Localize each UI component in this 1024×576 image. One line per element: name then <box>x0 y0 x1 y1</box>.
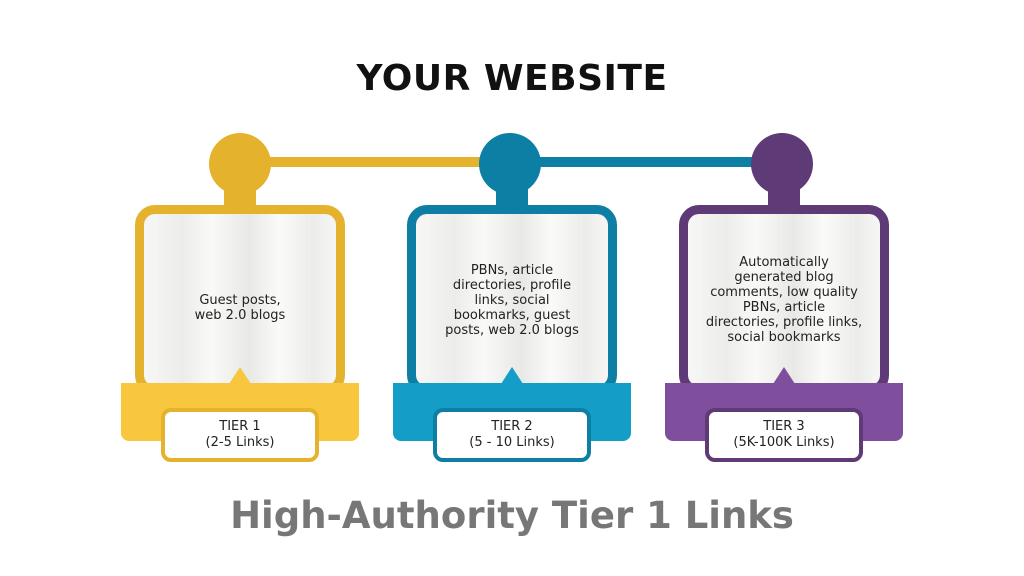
tier-2-label: TIER 2 (5 - 10 Links) <box>433 408 591 462</box>
footer-heading: High-Authority Tier 1 Links <box>230 494 794 537</box>
tier-1-links: (2-5 Links) <box>205 435 275 450</box>
tier-2-notch <box>501 367 523 384</box>
connector-line-2 <box>510 157 782 167</box>
tier-3-links: (5K-100K Links) <box>733 435 835 450</box>
tier-3-label: TIER 3 (5K-100K Links) <box>705 408 863 462</box>
connector-line-1 <box>238 157 510 167</box>
tier-3-notch <box>773 367 795 384</box>
tier-1-name: TIER 1 <box>219 419 261 434</box>
tier-1-card: Guest posts, web 2.0 blogs TIER 1 (2-5 L… <box>121 133 359 468</box>
tier-2-card: PBNs, article directories, profile links… <box>393 133 631 468</box>
tier-1-notch <box>229 367 251 384</box>
tier-1-label: TIER 1 (2-5 Links) <box>161 408 319 462</box>
tier-3-frame <box>679 205 889 395</box>
tier-1-description: Guest posts, web 2.0 blogs <box>194 292 286 323</box>
tier-3-card: Automatically generated blog comments, l… <box>665 133 903 468</box>
tier-2-name: TIER 2 <box>491 419 533 434</box>
tier-3-name: TIER 3 <box>763 419 805 434</box>
tier-2-description: PBNs, article directories, profile links… <box>445 263 579 338</box>
tier-2-frame <box>407 205 617 395</box>
page-title: YOUR WEBSITE <box>356 58 668 99</box>
tier-1-frame <box>135 205 345 395</box>
tier-3-description: Automatically generated blog comments, l… <box>705 255 863 345</box>
tier-2-links: (5 - 10 Links) <box>469 435 555 450</box>
